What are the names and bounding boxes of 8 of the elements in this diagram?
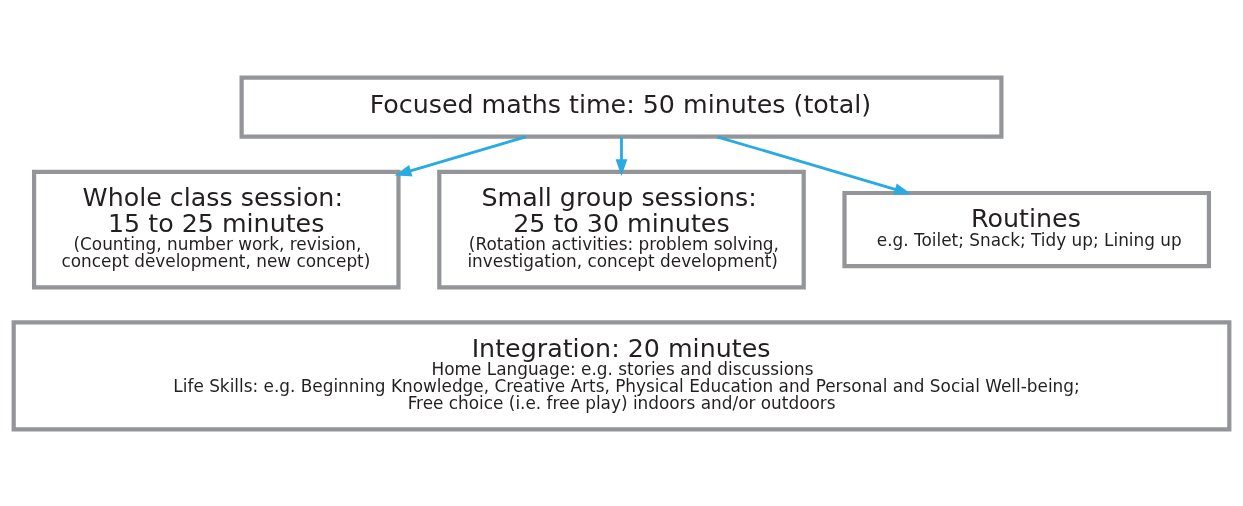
arrow [716,134,912,195]
arrow [615,136,628,176]
arrow [394,134,527,176]
node-box: Small group sessions: 25 to 30 minutes (Rotation activities: problem solving, investigation, concept development) [437,169,806,289]
node-box: Focused maths time: 50 minutes (total) [239,75,1004,139]
node-box: Whole class session: 15 to 25 minutes (Counting, number work, revision, concept development, new concept) [32,169,401,289]
node-box: Routines e.g. Toilet; Snack; Tidy up; Lining up [842,190,1211,268]
node-box: Integration: 20 minutes Home Language: e.g. stories and discussions Life Skills: e.g. Beginning Knowledge, Creative Arts, Physical Education and Personal and Social Well-being; Free choice (i.e. free play) indoors and/or outdoors [11,319,1232,431]
